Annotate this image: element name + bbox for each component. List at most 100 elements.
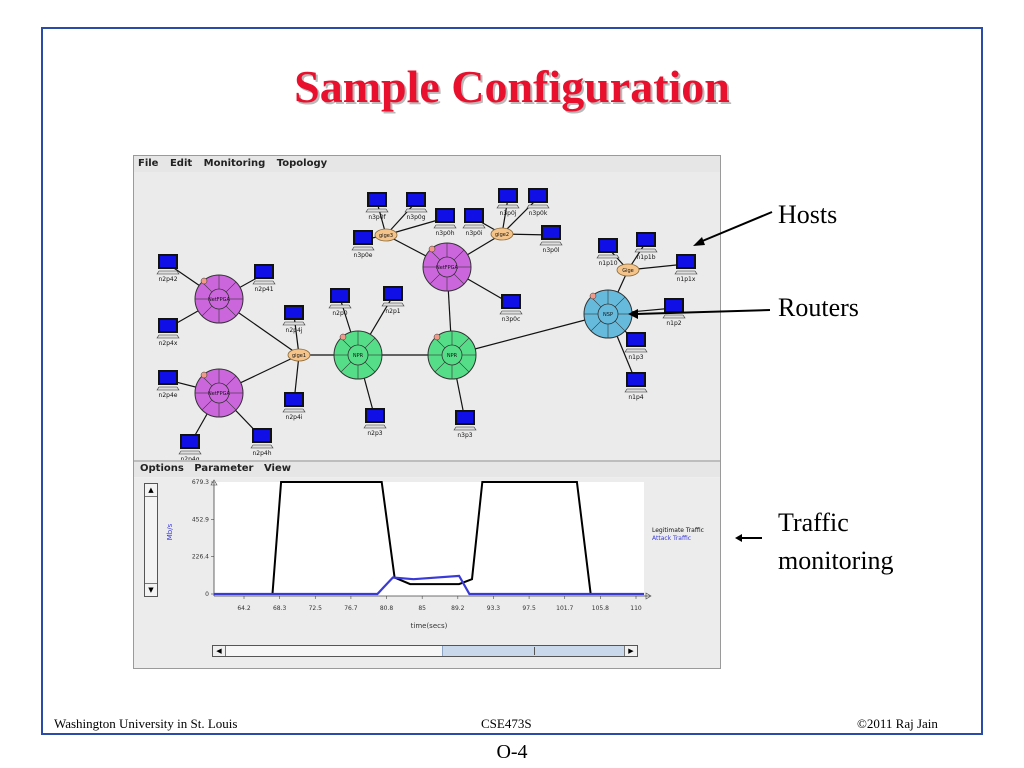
router-port-divider: [364, 337, 376, 349]
host-n3p0h: n3p0h: [433, 208, 457, 237]
menu-edit[interactable]: Edit: [169, 158, 193, 169]
x-axis-label: time(secs): [411, 622, 448, 630]
router-status-dot: [428, 245, 436, 253]
traffic-label-line1: Traffic: [778, 508, 849, 537]
host-keyboard-icon: [381, 302, 405, 307]
router-r_top: NetFPGA: [422, 242, 472, 292]
scroll-thumb[interactable]: [442, 646, 625, 656]
slide-title: Sample Configuration: [294, 61, 730, 112]
switch-icon: [490, 227, 514, 241]
series-line-attack: [214, 574, 644, 596]
switch-label: gige2: [495, 232, 509, 238]
host-screen-icon: [355, 232, 371, 243]
router-status-dot: [339, 333, 347, 341]
host-screen-icon: [678, 256, 694, 267]
x-tick-label: 64.2: [237, 605, 251, 612]
page-number: O-4: [496, 741, 528, 763]
router-port-divider: [453, 249, 465, 261]
menu-view[interactable]: View: [263, 463, 291, 474]
host-screen-icon: [254, 430, 270, 441]
x-axis-arrow-icon: [645, 592, 652, 600]
y-axis-arrow-icon: [210, 479, 218, 486]
scroll-down-arrow-icon[interactable]: ▼: [145, 583, 157, 596]
host-keyboard-icon: [674, 270, 698, 275]
host-label: n3p0h: [435, 230, 454, 237]
split-divider[interactable]: [134, 460, 720, 462]
scroll-right-arrow-icon[interactable]: ▶: [624, 646, 637, 656]
host-label: n1p10: [598, 260, 617, 267]
host-keyboard-icon: [433, 224, 457, 229]
host-screen-icon: [408, 194, 424, 205]
scroll-left-arrow-icon[interactable]: ◀: [213, 646, 226, 656]
router-r_lt: NetFPGA: [194, 274, 244, 324]
host-n1p10: n1p10: [596, 238, 620, 267]
y-tick-label: 226.4: [192, 554, 209, 561]
host-keyboard-icon: [634, 248, 658, 253]
host-label: n3p0l: [543, 247, 560, 254]
footer-left: Washington University in St. Louis: [54, 716, 238, 731]
switch-label: Gige: [622, 268, 634, 274]
host-n1p1b: n1p1b: [634, 232, 658, 261]
host-keyboard-icon: [453, 426, 477, 431]
router-port-divider: [225, 305, 237, 317]
menu-parameter[interactable]: Parameter: [194, 463, 254, 474]
host-n1p4: n1p4: [624, 372, 648, 401]
scroll-up-arrow-icon[interactable]: ▲: [145, 484, 157, 497]
router-port-divider: [364, 361, 376, 373]
footer-right: ©2011 Raj Jain: [857, 716, 938, 731]
host-screen-icon: [369, 194, 385, 205]
host-keyboard-icon: [282, 321, 306, 326]
host-label: n2p1: [385, 308, 400, 315]
router-r_lb: NetFPGA: [194, 368, 244, 418]
x-tick-label: 76.7: [344, 605, 358, 612]
host-n3p0e: n3p0e: [351, 230, 375, 259]
menu-topology[interactable]: Topology: [276, 158, 328, 169]
host-n2p0: n2p0: [328, 288, 352, 317]
x-tick-label: 101.7: [556, 605, 573, 612]
host-label: n3p0k: [529, 210, 548, 217]
router-port-divider: [201, 305, 213, 317]
traffic-label-line2: monitoring: [778, 546, 894, 575]
host-screen-icon: [628, 374, 644, 385]
host-screen-icon: [160, 372, 176, 383]
host-keyboard-icon: [156, 270, 180, 275]
host-label: n2p42: [158, 276, 177, 283]
host-label: n3p0c: [502, 316, 521, 323]
y-axis-label: Mb/s: [166, 523, 174, 540]
host-label: n3p3: [457, 432, 472, 439]
host-n3p0c: n3p0c: [499, 294, 523, 323]
host-label: n2p4j: [286, 327, 303, 334]
router-label: NPR: [447, 353, 458, 359]
host-label: n1p3: [628, 354, 643, 361]
menu-file[interactable]: File: [138, 158, 159, 169]
host-label: n3p0f: [368, 214, 386, 221]
main-menubar: File Edit Monitoring Topology: [134, 156, 720, 173]
host-screen-icon: [286, 394, 302, 405]
router-status-dot: [433, 333, 441, 341]
router-port-divider: [458, 337, 470, 349]
scroll-grip-icon: [534, 647, 535, 655]
menu-options[interactable]: Options: [140, 463, 184, 474]
vertical-scrollbar[interactable]: ▲ ▼: [144, 483, 158, 597]
host-screen-icon: [638, 234, 654, 245]
router-port-divider: [590, 320, 602, 332]
router-port-divider: [429, 273, 441, 285]
switch-icon: [374, 228, 398, 242]
y-tick-label: 679.3: [192, 479, 209, 486]
host-keyboard-icon: [252, 280, 276, 285]
host-label: n1p2: [666, 320, 681, 327]
horizontal-scrollbar[interactable]: ◀ ▶: [212, 645, 638, 657]
host-screen-icon: [160, 320, 176, 331]
host-keyboard-icon: [539, 241, 563, 246]
host-label: n3p0i: [466, 230, 483, 237]
host-n2p3: n2p3: [363, 408, 387, 437]
x-tick-label: 93.3: [487, 605, 501, 612]
host-screen-icon: [628, 334, 644, 345]
host-screen-icon: [385, 288, 401, 299]
host-n2p42: n2p42: [156, 254, 180, 283]
menu-monitoring[interactable]: Monitoring: [203, 158, 266, 169]
host-n2p4x: n2p4x: [156, 318, 180, 347]
